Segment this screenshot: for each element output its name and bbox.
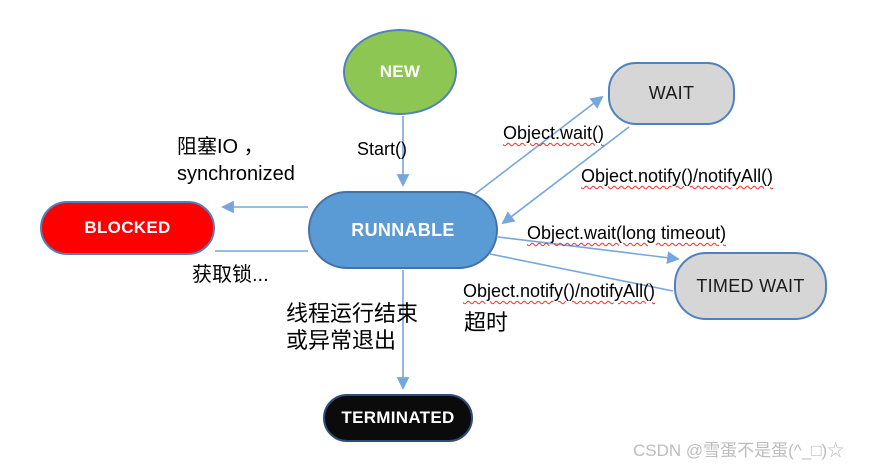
- state-label-timed-wait: TIMED WAIT: [696, 275, 805, 296]
- edge-label-object-wait: Object.wait(): [503, 123, 605, 143]
- edge-label-blocked-cause-line2: synchronized: [177, 163, 295, 185]
- state-node-new: NEW: [343, 29, 457, 115]
- edge-label-acquire-lock: 获取锁...: [192, 264, 269, 286]
- edge-label-blocked-cause: 阻塞IO ， synchronized: [177, 134, 295, 188]
- state-label-new: NEW: [379, 62, 421, 81]
- csdn-watermark: CSDN @雪蛋不是蛋(^_□)☆: [633, 441, 845, 460]
- edge-label-timeout: 超时: [464, 310, 509, 335]
- state-label-blocked: BLOCKED: [84, 218, 171, 237]
- state-label-runnable: RUNNABLE: [351, 219, 455, 240]
- edge-label-object-notify-2: Object.notify()/notifyAll(): [463, 281, 656, 301]
- state-node-timed-wait: TIMED WAIT: [674, 252, 827, 320]
- state-label-wait: WAIT: [648, 83, 695, 103]
- edge-wait-to-runnable: [501, 126, 630, 225]
- edge-label-terminate-cause-line2: 或异常退出: [286, 328, 397, 353]
- state-node-runnable: RUNNABLE: [308, 191, 498, 269]
- edge-label-terminate-cause-line1: 线程运行结束: [286, 301, 419, 326]
- state-node-blocked: BLOCKED: [40, 201, 215, 255]
- edge-runnable-to-wait: [474, 95, 604, 195]
- state-node-wait: WAIT: [608, 62, 735, 125]
- edge-label-blocked-cause-line1: 阻塞IO ，: [177, 136, 264, 158]
- edge-timed-wait-to-runnable: [489, 253, 674, 292]
- edge-label-object-notify: Object.notify()/notifyAll(): [581, 166, 774, 186]
- edge-label-terminate-cause: 线程运行结束 或异常退出: [286, 300, 418, 354]
- edge-runnable-to-timed-wait: [497, 236, 680, 265]
- state-label-terminated: TERMINATED: [341, 408, 455, 427]
- edge-label-start: Start(): [357, 139, 408, 159]
- state-node-terminated: TERMINATED: [323, 394, 473, 442]
- edge-label-object-wait-timeout: Object.wait(long timeout): [527, 223, 727, 243]
